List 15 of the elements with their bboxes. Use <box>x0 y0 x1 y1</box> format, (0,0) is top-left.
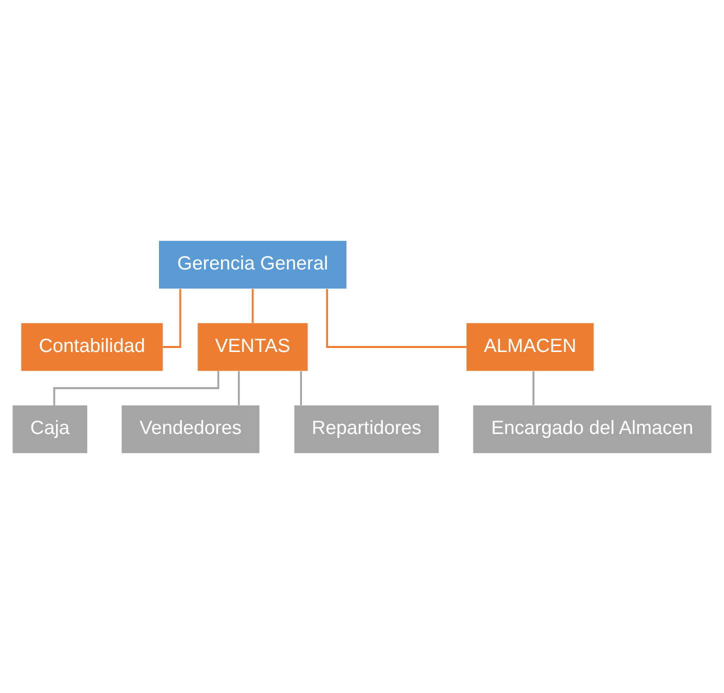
node-box: Caja <box>12 404 88 453</box>
connector <box>532 370 534 405</box>
node-box: Encargado del Almacen <box>473 404 712 453</box>
connector <box>162 288 182 348</box>
connector <box>252 288 254 322</box>
node-box: Gerencia General <box>158 240 346 288</box>
node-box: VENTAS <box>198 322 308 370</box>
node-box: Contabilidad <box>21 322 163 370</box>
connector <box>300 370 302 405</box>
connector <box>326 288 466 348</box>
node-box: Repartidores <box>294 404 439 453</box>
connector <box>53 370 220 405</box>
node-box: Vendedores <box>122 404 260 453</box>
node-box: ALMACEN <box>466 322 594 370</box>
connector <box>238 370 240 405</box>
